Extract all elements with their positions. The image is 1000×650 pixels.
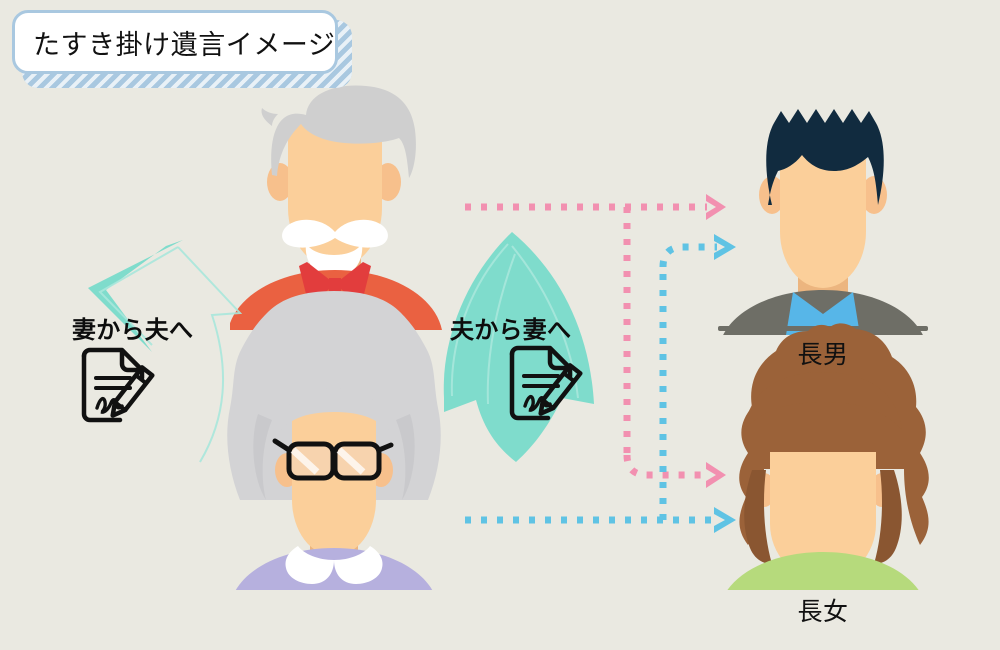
flow-arrowhead-blue-daughter [714, 507, 736, 533]
arrow-wife-to-husband [88, 240, 254, 468]
person-caption-eldest-daughter: 長女 [797, 598, 849, 626]
will-document-pen-icon-husband [509, 345, 583, 421]
flow-arrowhead-pink-daughter [706, 462, 726, 488]
will-document-pen-icon-wife [81, 347, 155, 423]
person-caption-eldest-son: 長男 [797, 341, 849, 369]
flow-arrowhead-blue-son [714, 234, 736, 260]
person-eldest-son [718, 109, 928, 335]
title-plaque: たすき掛け遺言イメージ [12, 10, 352, 88]
arrow-label-wife-to-husband: 妻から夫へ [72, 317, 194, 344]
arrow-label-husband-to-wife: 夫から妻へ [450, 317, 572, 344]
flow-line-pink [465, 203, 707, 479]
flow-line-blue [465, 243, 717, 524]
title-plaque-box: たすき掛け遺言イメージ [12, 10, 338, 74]
page-title: たすき掛け遺言イメージ [33, 29, 336, 60]
glasses-icon [272, 438, 394, 481]
person-wife [227, 291, 441, 590]
person-eldest-daughter [727, 323, 929, 590]
flow-arrowhead-pink-son [706, 194, 726, 220]
